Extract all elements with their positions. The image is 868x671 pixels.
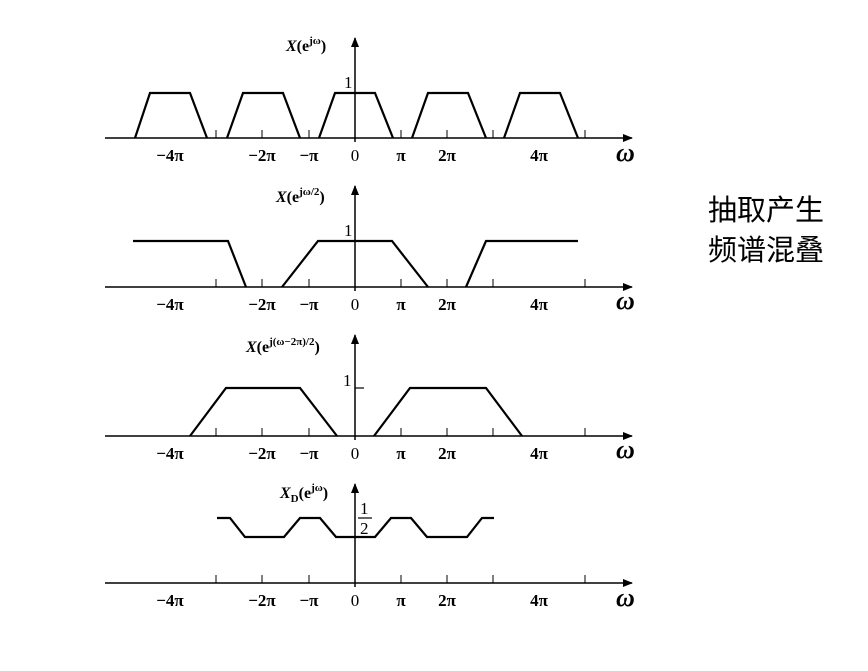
axis-tick-label: −2π [248, 295, 276, 314]
spectrum-curve-segment [410, 91, 488, 139]
axis-tick-label: −2π [248, 591, 276, 610]
panel-x-shifted-spectrum: X(ej(ω−2π)/2) 1 −4π −2π −π 0 π 2π 4π ω [105, 334, 635, 464]
level-label: 1 [344, 221, 353, 240]
omega-axis-label: ω [616, 138, 635, 167]
axis-tick-label: 2π [438, 295, 457, 314]
axis-tick-label: 4π [530, 295, 549, 314]
caption-line-1: 抽取产生 [708, 193, 825, 227]
spectrum-curve [189, 386, 338, 437]
axis-tick-label: 4π [530, 444, 549, 463]
level-fraction-denominator: 2 [360, 519, 369, 538]
y-axis-label: X(ejω/2) [275, 186, 325, 206]
axis-tick-label: 0 [351, 146, 360, 165]
level-fraction-numerator: 1 [360, 499, 369, 518]
omega-axis-label: ω [616, 583, 635, 612]
spectrum-curve-segment [317, 91, 395, 139]
panel-xd-spectrum: XD(ejω) 1 2 −4π −2π −π 0 π 2π 4π ω [105, 482, 635, 612]
spectrum-curve-segment [225, 91, 302, 139]
axis-tick-label: −π [299, 591, 319, 610]
spectrum-curve-segment [464, 239, 578, 288]
axis-tick-label: 0 [351, 295, 360, 314]
axis-tick-label: −2π [248, 146, 276, 165]
axis-tick-label: −π [299, 295, 319, 314]
level-label: 1 [344, 73, 353, 92]
spectrum-curve-segment [373, 386, 523, 437]
axis-tick-label: 4π [530, 146, 549, 165]
caption-line-2: 频谱混叠 [708, 233, 825, 267]
axis-tick-label: 4π [530, 591, 549, 610]
axis-tick-label: −4π [156, 444, 184, 463]
axis-tick-label: −4π [156, 146, 184, 165]
axis-tick-label: −π [299, 444, 319, 463]
spectrum-curve-segment [502, 91, 580, 139]
y-axis-label: X(ejω) [285, 35, 326, 55]
panel-x-spectrum: X(ejω) 1 −4π −2π −π 0 π 2π 4π ω [105, 35, 635, 167]
axis-tick-label: 2π [438, 146, 457, 165]
axis-tick-label: π [396, 295, 406, 314]
axis-tick-label: 2π [438, 444, 457, 463]
y-axis-label: X(ej(ω−2π)/2) [245, 336, 320, 356]
axis-tick-label: 0 [351, 591, 360, 610]
axis-tick-label: −π [299, 146, 319, 165]
spectrum-curve [133, 91, 209, 139]
spectrum-curve [217, 516, 494, 539]
omega-axis-label: ω [616, 435, 635, 464]
axis-tick-label: π [396, 591, 406, 610]
omega-axis-label: ω [616, 286, 635, 315]
aliasing-caption: 抽取产生 频谱混叠 [708, 190, 824, 270]
axis-tick-label: π [396, 146, 406, 165]
axis-tick-label: −2π [248, 444, 276, 463]
spectrum-curve-segment [281, 239, 429, 288]
level-label: 1 [343, 371, 352, 390]
panel-x-half-spectrum: X(ejω/2) 1 −4π −2π −π 0 π 2π 4π ω [105, 185, 635, 315]
y-axis-label: XD(ejω) [279, 482, 328, 505]
axis-tick-label: π [396, 444, 406, 463]
axis-tick-label: 0 [351, 444, 360, 463]
axis-tick-label: −4π [156, 591, 184, 610]
axis-tick-label: 2π [438, 591, 457, 610]
spectrum-curve [133, 239, 248, 288]
axis-tick-label: −4π [156, 295, 184, 314]
